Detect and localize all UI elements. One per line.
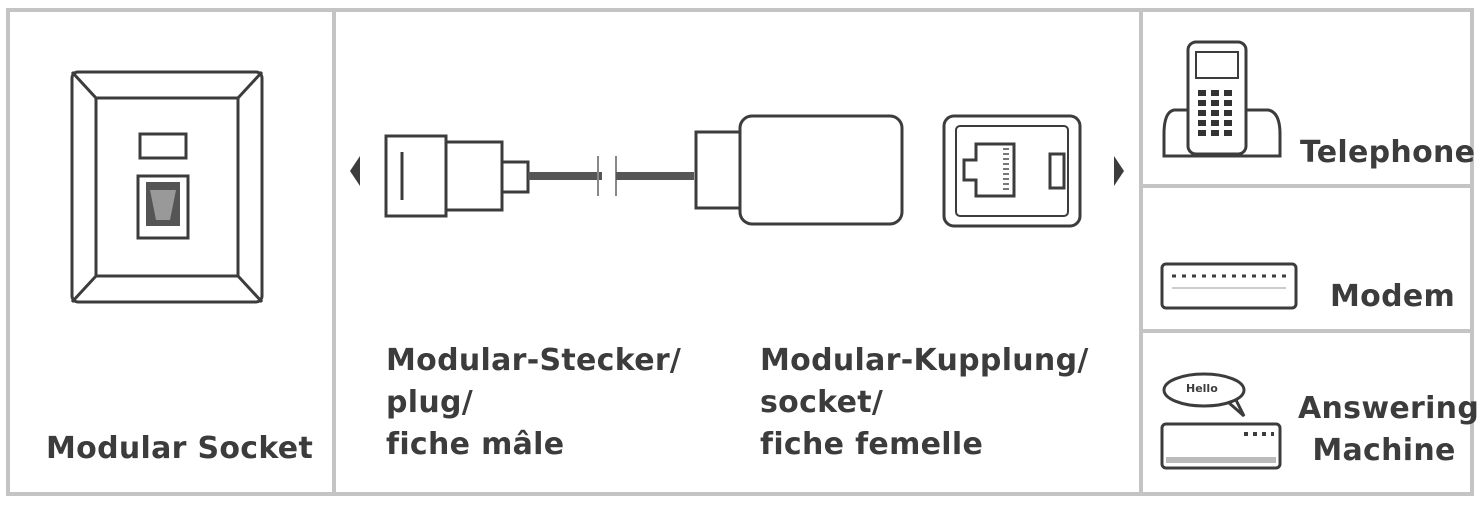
- arrow-left-icon: [350, 156, 360, 186]
- divider-right: [1139, 8, 1143, 496]
- divider-device-1: [1141, 184, 1474, 188]
- answering-machine-label: Answering Machine: [1298, 391, 1480, 468]
- modem-label: Modem: [1330, 279, 1456, 314]
- diagram-frame: [6, 8, 1474, 496]
- divider-device-2: [1141, 329, 1474, 333]
- answering-machine-icon: [1160, 372, 1282, 470]
- telephone-icon: [1162, 40, 1282, 158]
- telephone-label: Telephone: [1300, 135, 1476, 170]
- modem-icon: [1160, 262, 1298, 310]
- coupler-face-icon: [942, 114, 1082, 228]
- arrow-right-icon: [1114, 156, 1124, 186]
- wall-socket-icon: [70, 70, 264, 304]
- divider-left: [332, 8, 336, 496]
- modular-plug-icon: [384, 134, 694, 218]
- answering-bubble-text: Hello: [1186, 382, 1218, 395]
- modular-coupler-icon: [694, 114, 904, 226]
- plug-label: Modular-Stecker/ plug/ fiche mâle: [386, 343, 682, 462]
- coupler-label: Modular-Kupplung/ socket/ fiche femelle: [760, 343, 1089, 462]
- socket-label: Modular Socket: [46, 431, 314, 466]
